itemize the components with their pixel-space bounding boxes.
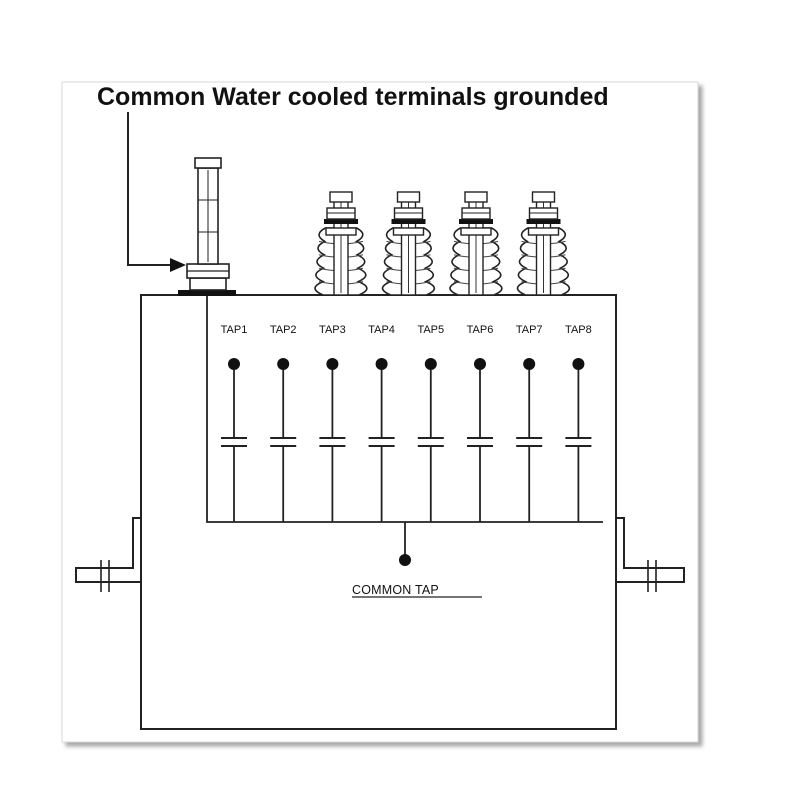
tap-3: TAP3 [319, 324, 346, 522]
pointer-arrow [127, 112, 186, 272]
tap-2: TAP2 [270, 324, 297, 522]
bushing-washer [459, 219, 493, 224]
bushing-cap [531, 191, 556, 203]
tap-label: TAP2 [270, 324, 297, 336]
bushing-washer [324, 219, 358, 224]
bushing-nut [460, 227, 492, 236]
tap-8: TAP8 [565, 324, 592, 522]
tap-node [326, 358, 339, 370]
bushing-1 [314, 191, 368, 296]
tap-node [277, 358, 290, 370]
bushing-washer [391, 219, 426, 224]
tap-6: TAP6 [467, 324, 494, 522]
bushing-4 [516, 191, 571, 296]
common-tap: COMMON TAP [352, 522, 482, 598]
tap-1: TAP1 [221, 324, 248, 522]
bushing-cap [329, 191, 353, 203]
tap-label: TAP4 [368, 324, 395, 336]
tap-group: TAP1 TAP2 TAP3 TAP4 TAP5 TAP6 TAP7 TAP8 [221, 324, 592, 522]
tap-node [375, 358, 388, 370]
bushing-2 [381, 191, 436, 296]
diagram-title: Common Water cooled terminals grounded [97, 83, 609, 111]
bushing-group [314, 191, 571, 296]
tap-label: TAP6 [467, 324, 494, 336]
tap-node [523, 358, 536, 370]
left-mounting-bracket [75, 517, 141, 592]
bushing-nut [392, 227, 425, 236]
tap-label: TAP5 [417, 324, 444, 336]
tap-node [474, 358, 486, 370]
bushing-nut [325, 227, 357, 236]
bushing-washer [526, 219, 561, 224]
tap-node [572, 358, 585, 370]
tap-circuit-frame [206, 296, 603, 523]
bushing-3 [449, 191, 503, 296]
tap-4: TAP4 [368, 324, 395, 522]
bushing-cap [396, 191, 421, 203]
tap-node [228, 358, 240, 370]
tap-7: TAP7 [516, 324, 543, 522]
tap-5: TAP5 [417, 324, 444, 522]
common-tap-label: COMMON TAP [352, 583, 439, 597]
tap-node [424, 358, 437, 370]
tap-label: TAP7 [516, 324, 543, 336]
common-tap-node [399, 554, 411, 566]
right-mounting-bracket [616, 517, 685, 592]
grounded-terminal [178, 157, 236, 296]
tap-label: TAP3 [319, 324, 346, 336]
tap-label: TAP8 [565, 324, 592, 336]
tap-label: TAP1 [221, 324, 248, 336]
bushing-nut [527, 227, 560, 236]
bushing-cap [464, 191, 488, 203]
